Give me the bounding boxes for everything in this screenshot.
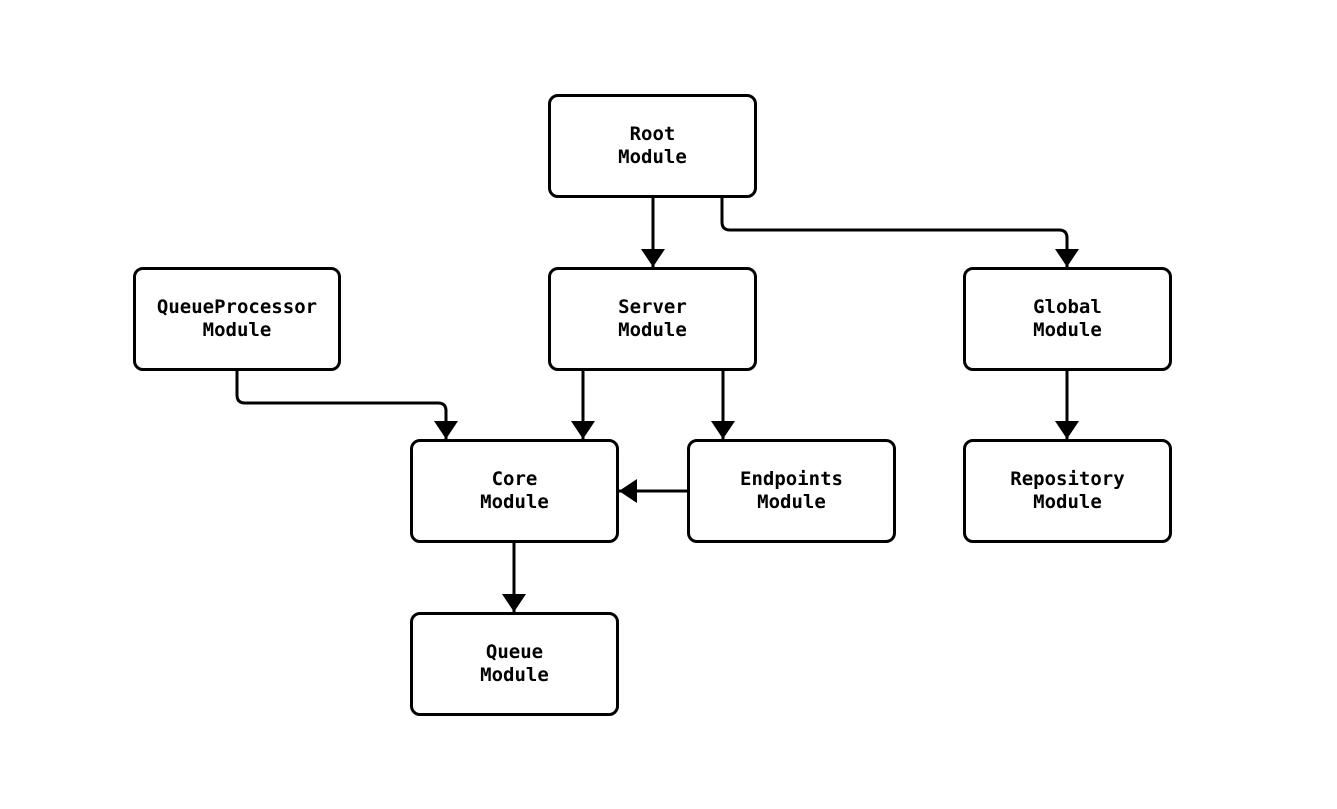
node-repository-label-line: Module	[1033, 491, 1102, 513]
node-root-label-line: Root	[629, 123, 676, 145]
node-endpoints-label-line: Endpoints	[740, 468, 843, 490]
node-endpoints-label-line: Module	[757, 491, 826, 513]
node-server-label-line: Server	[618, 296, 687, 318]
edges-group	[235, 198, 1079, 612]
node-global-label-line: Global	[1033, 296, 1102, 318]
node-queue-label-line: Queue	[485, 641, 544, 663]
edge-root-to-global	[720, 198, 1079, 267]
node-queueprocessor-label-line: Module	[202, 319, 272, 341]
node-queue-label-line: Module	[480, 664, 549, 686]
node-repository-label-line: Repository	[1010, 468, 1125, 490]
node-queueprocessor-label-line: QueueProcessor	[156, 296, 318, 318]
node-server-label-line: Module	[618, 319, 687, 341]
node-root-label-line: Module	[618, 146, 687, 168]
node-global-label-line: Module	[1033, 319, 1102, 341]
edge-queueprocessor-to-core	[235, 371, 458, 439]
node-core-label-line: Core	[491, 468, 538, 490]
node-core-label-line: Module	[480, 491, 549, 513]
